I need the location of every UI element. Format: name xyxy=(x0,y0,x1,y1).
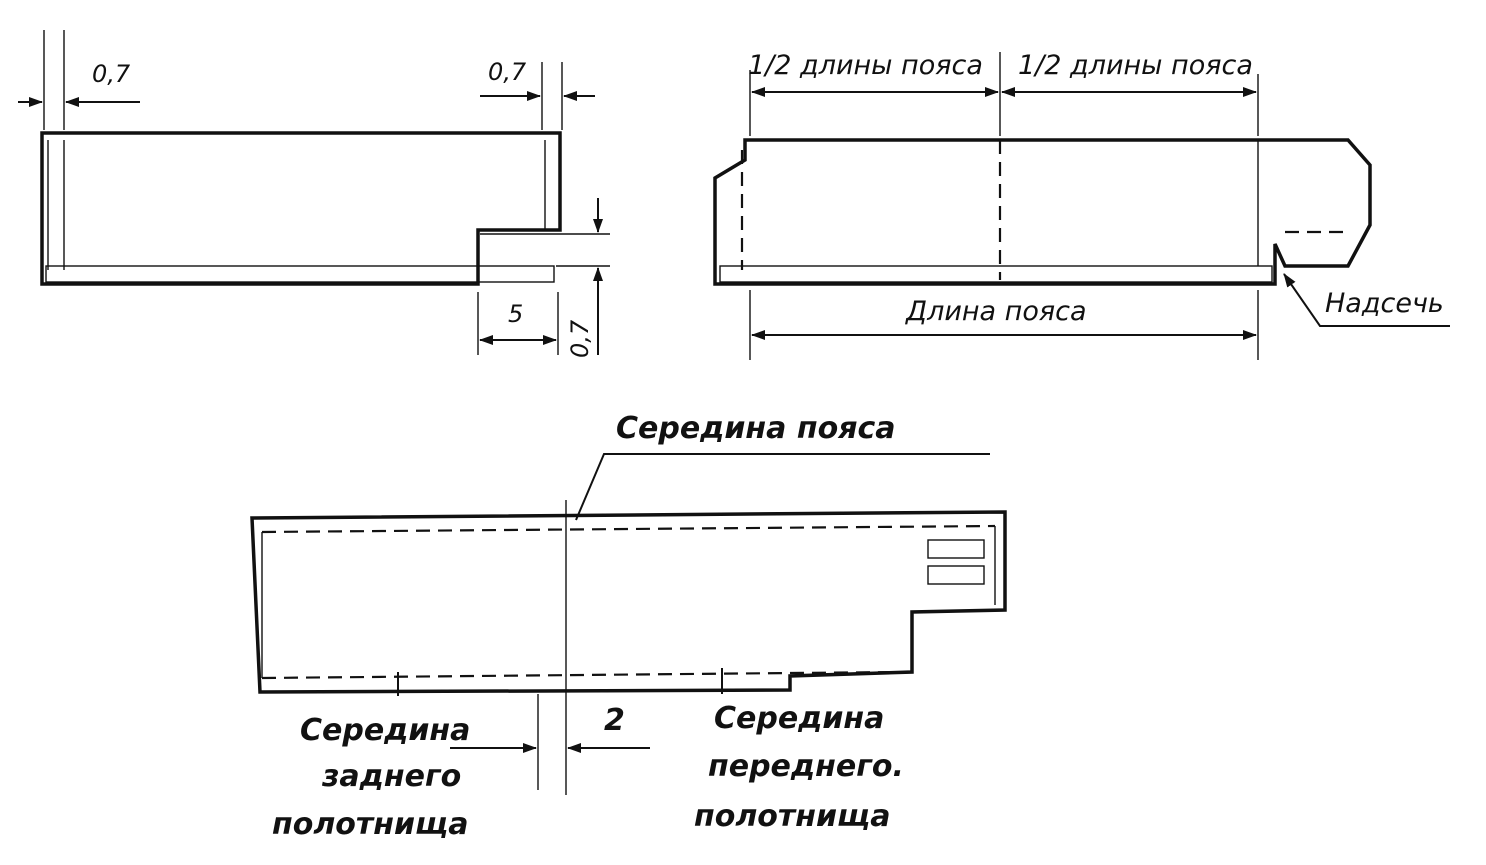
back-panel-label-line-2: заднего xyxy=(321,759,461,794)
front-panel-label-line-2: переднего. xyxy=(708,749,904,784)
half-length-right-label: 1/2 длины пояса xyxy=(1018,50,1253,81)
buttonhole xyxy=(927,539,985,559)
drawing-1: 0,7 0,7 5 0,7 xyxy=(18,30,610,358)
back-panel-label-line-1: Середина xyxy=(300,713,470,748)
buttonhole xyxy=(927,565,985,585)
belt-band-1 xyxy=(40,131,562,286)
dim-left-label: 0,7 xyxy=(92,60,131,88)
drawing-3: Середина пояса 2 Середина заднего полотн… xyxy=(250,411,1007,842)
front-panel-label-line-1: Середина xyxy=(714,701,884,736)
dim-2-label: 2 xyxy=(604,703,625,738)
half-length-left-label: 1/2 длины пояса xyxy=(748,50,983,81)
length-label: Длина пояса xyxy=(905,296,1086,327)
lining-strip-2 xyxy=(719,265,1273,283)
notch-label: Надсечь xyxy=(1325,288,1444,319)
dim-side-label: 0,7 xyxy=(566,319,594,358)
belt-band-3 xyxy=(250,510,1007,694)
dim-bottom-label: 5 xyxy=(508,300,523,328)
drawing-2: 1/2 длины пояса 1/2 длины пояса Длина по… xyxy=(713,50,1450,360)
lining-strip-1 xyxy=(45,265,555,283)
belt-band-2 xyxy=(713,138,1372,286)
dim-right-label: 0,7 xyxy=(488,58,527,86)
back-panel-label-line-3: полотнища xyxy=(272,807,468,842)
front-panel-label-line-3: полотнища xyxy=(694,799,890,834)
belt-middle-label: Середина пояса xyxy=(616,411,895,446)
